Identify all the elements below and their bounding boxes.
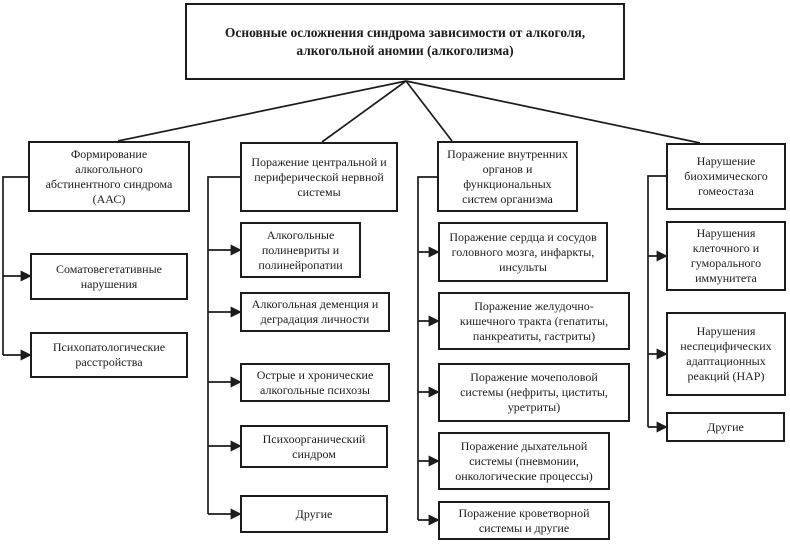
node-col1-header: Формирование алкогольного абстинентного …	[28, 141, 190, 212]
node-col3-child-1: Поражение сердца и сосудов головного моз…	[438, 222, 608, 282]
node-col4-child-1: Нарушения клеточного и гуморального имму…	[666, 221, 786, 291]
col1-rail	[2, 176, 28, 355]
fan-line-col1	[117, 80, 407, 142]
node-col3-child-3: Поражение мочеполовой системы (нефриты, …	[438, 363, 630, 422]
node-col2-child-3: Острые и хронические алкогольные психозы	[240, 363, 390, 402]
fan-line-col3	[405, 80, 453, 142]
node-col4-child-2: Нарушения неспецифических адаптационных …	[666, 312, 786, 396]
node-col3-header: Поражение внутренних органов и функциона…	[437, 141, 578, 212]
node-col2-child-5: Другие	[240, 495, 388, 533]
node-col2-child-4: Психоорганический синдром	[240, 425, 388, 468]
node-col4-child-3: Другие	[666, 412, 785, 442]
node-title: Основные осложнения синдрома зависимости…	[185, 3, 625, 80]
col4-rail	[647, 175, 666, 427]
node-col3-child-2: Поражение желудочно-кишечного тракта (ге…	[438, 292, 630, 350]
fan-line-col4	[405, 80, 701, 144]
col2-rail	[207, 176, 240, 514]
node-col1-child-2: Психопатологические расстройства	[30, 332, 188, 378]
node-col2-header: Поражение центральной и периферической н…	[240, 142, 398, 212]
fan-line-col2	[321, 80, 407, 143]
node-col2-child-1: Алкогольные полиневриты и полинейропатии	[240, 222, 361, 278]
node-col2-child-2: Алкогольная деменция и деградация личнос…	[240, 292, 390, 332]
node-col3-child-5: Поражение кроветворной системы и другие	[438, 501, 610, 540]
node-col3-child-4: Поражение дыхательной системы (пневмонии…	[438, 432, 610, 490]
node-col1-child-1: Соматовегетативные нарушения	[30, 253, 188, 300]
col3-rail	[417, 176, 437, 520]
node-col4-header: Нарушение биохимического гомеостаза	[666, 143, 786, 210]
